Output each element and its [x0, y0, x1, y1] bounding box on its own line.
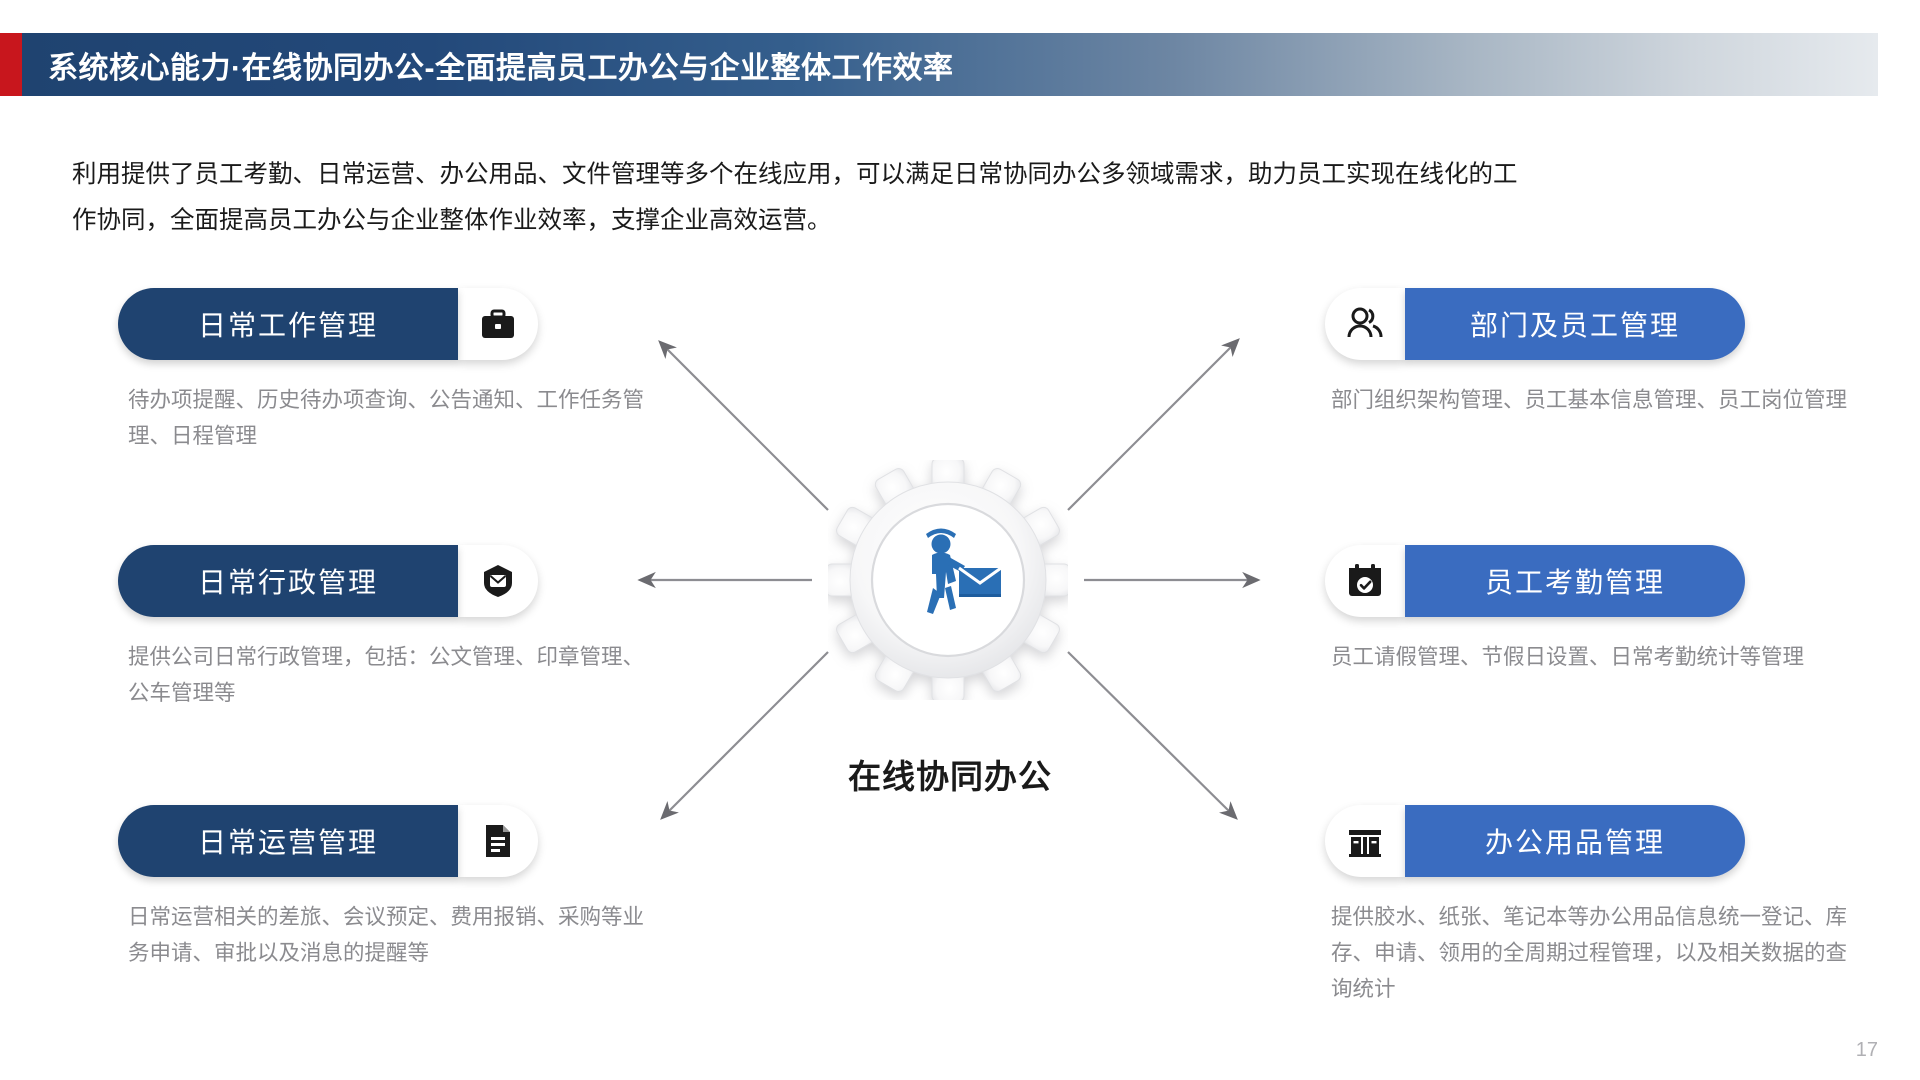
title-band: 系统核心能力·在线协同办公-全面提高员工办公与企业整体工作效率: [22, 33, 1878, 96]
card-title-pill[interactable]: 员工考勤管理: [1405, 545, 1745, 617]
gear-worker-mail-icon: [828, 460, 1068, 700]
hub-label: 在线协同办公: [848, 758, 1052, 795]
card-label: 日常运营管理: [197, 827, 378, 858]
card-description: 待办项提醒、历史待办项查询、公告通知、工作任务管理、日程管理: [128, 388, 645, 448]
card-label: 办公用品管理: [1484, 827, 1665, 858]
card-header-row[interactable]: 员工考勤管理: [1325, 545, 1851, 617]
card-daily-work-management[interactable]: 日常工作管理 待办项提醒、历史待办项查询、公告通知、工作任务管理、日程管理: [118, 288, 648, 454]
intro-line-1: 利用提供了员工考勤、日常运营、办公用品、文件管理等多个在线应用，可以满足日常协同…: [72, 161, 1518, 188]
card-label: 日常行政管理: [197, 567, 378, 598]
card-header-row[interactable]: 日常行政管理: [118, 545, 648, 617]
card-office-supplies-management[interactable]: 办公用品管理 提供胶水、纸张、笔记本等办公用品信息统一登记、库存、申请、领用的全…: [1325, 805, 1851, 1007]
card-header-row[interactable]: 部门及员工管理: [1325, 288, 1851, 360]
center-hub: [828, 460, 1068, 700]
card-label: 日常工作管理: [197, 310, 378, 341]
card-label: 员工考勤管理: [1484, 567, 1665, 598]
card-description: 部门组织架构管理、员工基本信息管理、员工岗位管理: [1331, 388, 1848, 412]
slide-title-bar: 系统核心能力·在线协同办公-全面提高员工办公与企业整体工作效率: [0, 33, 1878, 96]
document-icon: [458, 805, 538, 877]
card-title-pill[interactable]: 日常工作管理: [118, 288, 458, 360]
card-description: 提供公司日常行政管理，包括：公文管理、印章管理、公车管理等: [128, 645, 645, 705]
page-title: 系统核心能力·在线协同办公-全面提高员工办公与企业整体工作效率: [48, 51, 954, 85]
calendar-check-icon: [1325, 545, 1405, 617]
card-label: 部门及员工管理: [1469, 310, 1680, 341]
card-description: 提供胶水、纸张、笔记本等办公用品信息统一登记、库存、申请、领用的全周期过程管理，…: [1331, 905, 1848, 1001]
supplies-cabinet-icon: [1325, 805, 1405, 877]
shield-badge-icon: [458, 545, 538, 617]
intro-line-2: 作协同，全面提高员工办公与企业整体作业效率，支撑企业高效运营。: [72, 207, 832, 234]
card-header-row[interactable]: 日常运营管理: [118, 805, 648, 877]
card-description: 员工请假管理、节假日设置、日常考勤统计等管理: [1331, 645, 1805, 669]
card-header-row[interactable]: 日常工作管理: [118, 288, 648, 360]
card-department-employee-management[interactable]: 部门及员工管理 部门组织架构管理、员工基本信息管理、员工岗位管理: [1325, 288, 1851, 418]
card-title-pill[interactable]: 办公用品管理: [1405, 805, 1745, 877]
card-title-pill[interactable]: 日常运营管理: [118, 805, 458, 877]
card-title-pill[interactable]: 日常行政管理: [118, 545, 458, 617]
card-header-row[interactable]: 办公用品管理: [1325, 805, 1851, 877]
card-title-pill[interactable]: 部门及员工管理: [1405, 288, 1745, 360]
card-daily-admin-management[interactable]: 日常行政管理 提供公司日常行政管理，包括：公文管理、印章管理、公车管理等: [118, 545, 648, 711]
card-daily-operations-management[interactable]: 日常运营管理 日常运营相关的差旅、会议预定、费用报销、采购等业务申请、审批以及消…: [118, 805, 648, 971]
card-description: 日常运营相关的差旅、会议预定、费用报销、采购等业务申请、审批以及消息的提醒等: [128, 905, 645, 965]
briefcase-icon: [458, 288, 538, 360]
title-accent-bar: [0, 33, 22, 96]
card-attendance-management[interactable]: 员工考勤管理 员工请假管理、节假日设置、日常考勤统计等管理: [1325, 545, 1851, 675]
page-number: 17: [1855, 1039, 1878, 1061]
people-icon: [1325, 288, 1405, 360]
intro-paragraph: 利用提供了员工考勤、日常运营、办公用品、文件管理等多个在线应用，可以满足日常协同…: [72, 152, 1862, 244]
